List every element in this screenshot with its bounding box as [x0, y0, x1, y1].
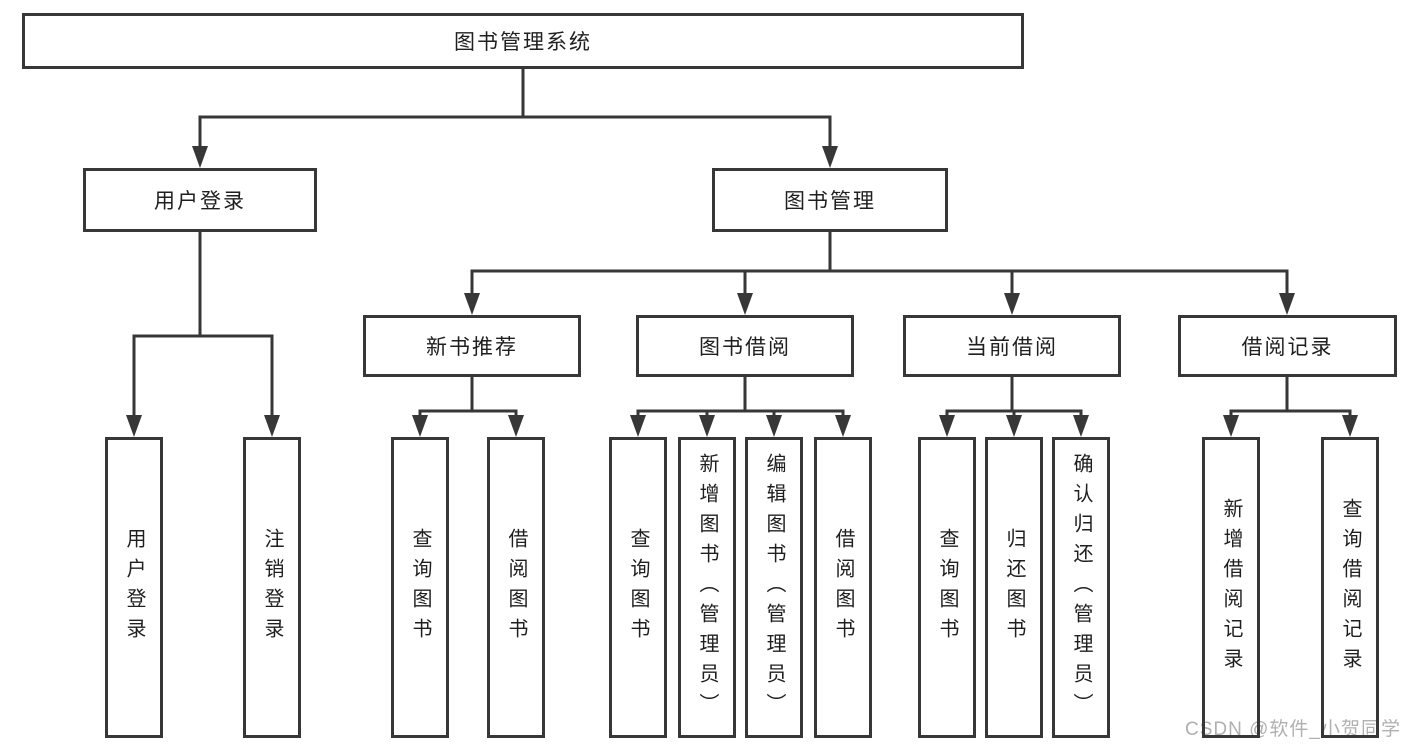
leaf-edit-books-admin: 编辑图书（管理员） [745, 437, 803, 738]
node-current-borrowing: 当前借阅 [903, 315, 1121, 377]
leaf-query-borrow-record: 查询借阅记录 [1321, 437, 1379, 738]
node-book-management: 图书管理 [712, 168, 948, 232]
leaf-query-books-borrowing: 查询图书 [609, 437, 667, 738]
node-borrowing-records: 借阅记录 [1178, 315, 1397, 377]
node-new-book-recommend: 新书推荐 [363, 315, 581, 377]
node-user-login: 用户登录 [83, 168, 317, 232]
node-book-borrowing: 图书借阅 [636, 315, 854, 377]
node-library-management-system: 图书管理系统 [22, 13, 1024, 69]
leaf-borrow-books-recommend: 借阅图书 [487, 437, 545, 738]
leaf-borrow-books-borrowing: 借阅图书 [814, 437, 872, 738]
leaf-confirm-return-admin: 确认归还（管理员） [1052, 437, 1110, 738]
watermark: CSDN @软件_小贺同学 [1185, 719, 1401, 740]
leaf-return-books: 归还图书 [985, 437, 1043, 738]
leaf-logout-login: 注销登录 [243, 437, 301, 738]
leaf-query-books-recommend: 查询图书 [391, 437, 449, 738]
leaf-add-books-admin: 新增图书（管理员） [678, 437, 736, 738]
leaf-add-borrow-record: 新增借阅记录 [1202, 437, 1260, 738]
leaf-query-books-current: 查询图书 [918, 437, 976, 738]
leaf-user-login: 用户登录 [105, 437, 163, 738]
